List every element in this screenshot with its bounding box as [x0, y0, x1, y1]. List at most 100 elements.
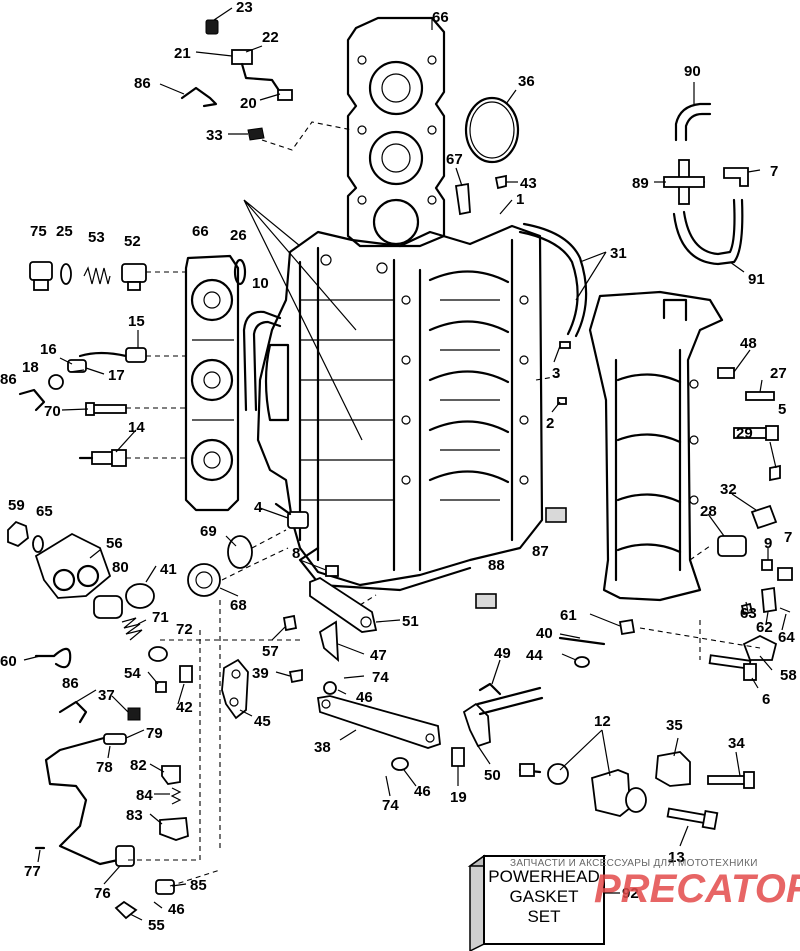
hose-90	[674, 102, 712, 142]
bolt-6	[708, 654, 757, 681]
callout-79: 79	[146, 725, 163, 742]
hose-91	[672, 198, 744, 266]
callout-58: 58	[780, 667, 797, 684]
callout-59: 59	[8, 497, 25, 514]
callout-3: 3	[552, 365, 560, 382]
callout-38: 38	[314, 739, 331, 756]
callout-16: 16	[40, 341, 57, 358]
callout-89: 89	[632, 175, 649, 192]
callout-83: 83	[126, 807, 143, 824]
callout-82: 82	[130, 757, 147, 774]
washer-46b	[391, 757, 409, 771]
callout-41: 41	[160, 561, 177, 578]
dashed-assembly-lines	[126, 121, 761, 887]
callout-55: 55	[148, 917, 165, 934]
callout-49: 49	[494, 645, 511, 662]
bolt-37	[127, 707, 141, 721]
callout-39: 39	[252, 665, 269, 682]
washer-72	[148, 646, 168, 662]
callout-7b: 7	[784, 529, 792, 546]
bolt-34	[707, 771, 755, 789]
plate-87	[545, 507, 567, 523]
rod-49	[478, 682, 502, 696]
bracket-45	[221, 658, 249, 720]
o-ring-26	[233, 258, 247, 286]
fitting-48	[717, 367, 735, 379]
clip-82	[161, 765, 181, 785]
plug-75	[29, 261, 53, 291]
callout-54: 54	[124, 665, 141, 682]
bracket-83	[159, 817, 189, 841]
callout-71: 71	[152, 609, 169, 626]
valve-52	[121, 263, 147, 291]
bushing-19	[451, 747, 465, 767]
callout-40: 40	[536, 625, 553, 642]
callout-72: 72	[176, 621, 193, 638]
callout-56: 56	[106, 535, 123, 552]
callout-1: 1	[516, 191, 524, 208]
callout-92: 92	[622, 885, 639, 902]
washer-46a	[323, 681, 337, 695]
callout-20: 20	[240, 95, 257, 112]
callout-25: 25	[56, 223, 73, 240]
bolt-27	[745, 391, 775, 401]
callout-5: 5	[778, 401, 786, 418]
callout-80: 80	[112, 559, 129, 576]
lever-51	[309, 576, 378, 633]
callout-13: 13	[668, 849, 685, 866]
spark-plug-14	[78, 449, 127, 467]
nut-61	[618, 618, 636, 636]
clip-86-lower	[58, 700, 88, 724]
connector-85	[155, 879, 175, 895]
callout-46: 46	[356, 689, 373, 706]
dowel-2	[557, 397, 567, 405]
callout-53: 53	[88, 229, 105, 246]
callout-12: 12	[594, 713, 611, 730]
callout-84: 84	[136, 787, 153, 804]
callout-21: 21	[174, 45, 191, 62]
callout-74: 74	[372, 669, 389, 686]
callout-48: 48	[740, 335, 757, 352]
plate-88	[475, 593, 497, 609]
screw-64	[779, 607, 791, 613]
callout-44: 44	[526, 647, 543, 664]
spring-71	[121, 617, 143, 641]
housing-35	[655, 751, 691, 787]
callout-29: 29	[736, 425, 753, 442]
callout-47: 47	[370, 647, 387, 664]
dowel-3	[559, 341, 571, 349]
thermostat-housing-56	[34, 532, 112, 599]
callout-labels: 23 21 22 86 20 33 66 36 90 67 43 7 89 1 …	[0, 0, 797, 934]
callout-86c: 86	[62, 675, 79, 692]
clip-86-left	[18, 388, 46, 412]
fitting-4	[274, 502, 309, 529]
callout-64: 64	[778, 629, 795, 646]
watermark: ЗАПЧАСТИ И АКСЕССУАРЫ ДЛЯ МОТОТЕХНИКИ PR…	[510, 858, 800, 911]
kit-line-2: GASKET	[510, 887, 579, 906]
link-38	[316, 695, 441, 749]
fitting-9	[761, 559, 773, 571]
callout-31: 31	[610, 245, 627, 262]
temp-sensor-15	[67, 347, 147, 373]
callout-4: 4	[254, 499, 263, 516]
callout-17: 17	[108, 367, 125, 384]
callout-27: 27	[770, 365, 787, 382]
callout-42: 42	[176, 699, 193, 716]
callout-23: 23	[236, 0, 253, 16]
callout-50: 50	[484, 767, 501, 784]
callout-86b: 86	[0, 371, 17, 388]
callout-14: 14	[128, 419, 145, 436]
callout-43: 43	[520, 175, 537, 192]
cylinder-head-left	[184, 254, 240, 512]
bolt-57	[282, 614, 298, 632]
callout-8: 8	[292, 545, 300, 562]
plug-8	[325, 565, 339, 577]
cylinder-head-gasket-top	[346, 16, 446, 248]
callout-9: 9	[764, 535, 772, 552]
grommet-18	[48, 374, 64, 390]
callout-37: 37	[98, 687, 115, 704]
lever-50	[462, 686, 544, 748]
callout-74b: 74	[382, 797, 399, 814]
callout-33: 33	[206, 127, 223, 144]
callout-78: 78	[96, 759, 113, 776]
